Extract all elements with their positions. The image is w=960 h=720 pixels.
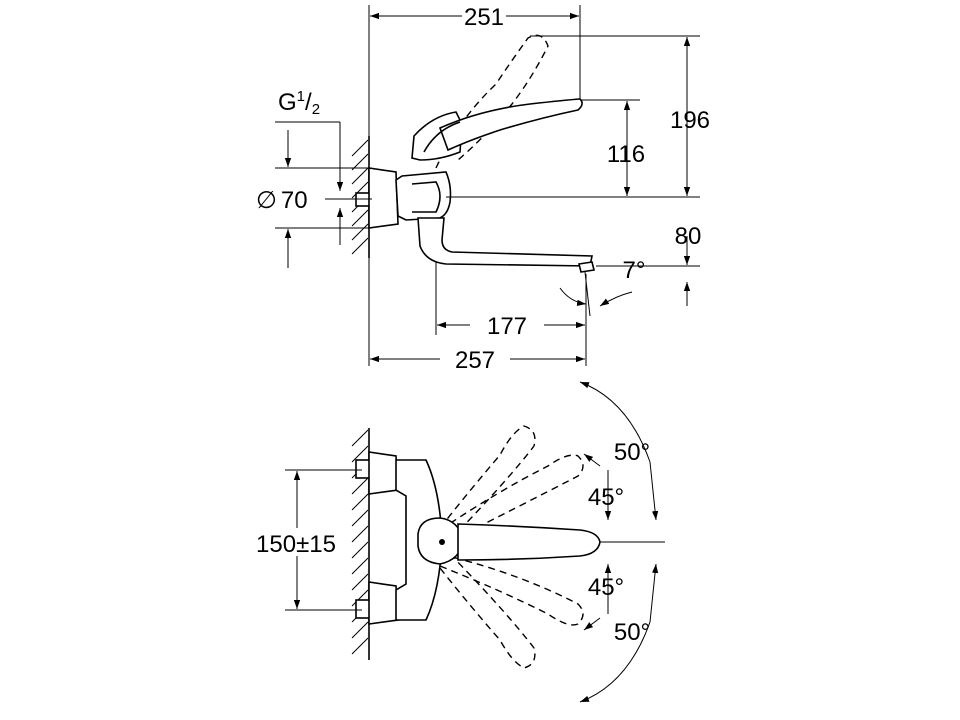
angle-lower-outer: 50° bbox=[614, 619, 650, 646]
plan-dimension-lines bbox=[285, 381, 665, 703]
dim-height-lever: 116 bbox=[607, 141, 645, 168]
angle-lower-inner: 45° bbox=[588, 574, 624, 601]
angle-upper-outer: 50° bbox=[614, 439, 650, 466]
plan-view: 150±15 50° 45° 45° 50° bbox=[256, 381, 665, 703]
side-dimension-lines bbox=[275, 5, 700, 366]
thread-denominator: 2 bbox=[312, 101, 320, 118]
dim-connection-spacing: 150±15 bbox=[256, 531, 336, 558]
dim-spout-reach: 177 bbox=[487, 313, 527, 340]
lever-swing-positions bbox=[439, 425, 584, 669]
side-view: 251 196 116 80 G1/2 ∅70 7° 177 257 bbox=[256, 4, 710, 374]
diameter-label: ∅70 bbox=[256, 187, 308, 214]
thread-size-label: G1/2 bbox=[278, 88, 320, 118]
thread-main: G bbox=[278, 89, 297, 116]
dim-width-bottom: 257 bbox=[455, 347, 495, 374]
dim-height-spout: 80 bbox=[675, 223, 702, 250]
faucet-side bbox=[355, 34, 595, 273]
thread-numerator: 1 bbox=[297, 88, 305, 105]
dim-height-total: 196 bbox=[670, 107, 710, 134]
angle-upper-inner: 45° bbox=[588, 484, 624, 511]
dim-spout-angle: 7° bbox=[623, 257, 646, 284]
diameter-symbol: ∅ bbox=[256, 187, 277, 214]
diameter-value: 70 bbox=[281, 187, 308, 214]
thread-slash: / bbox=[305, 89, 312, 116]
dim-width-top: 251 bbox=[464, 4, 504, 31]
faucet-plan bbox=[355, 451, 601, 625]
